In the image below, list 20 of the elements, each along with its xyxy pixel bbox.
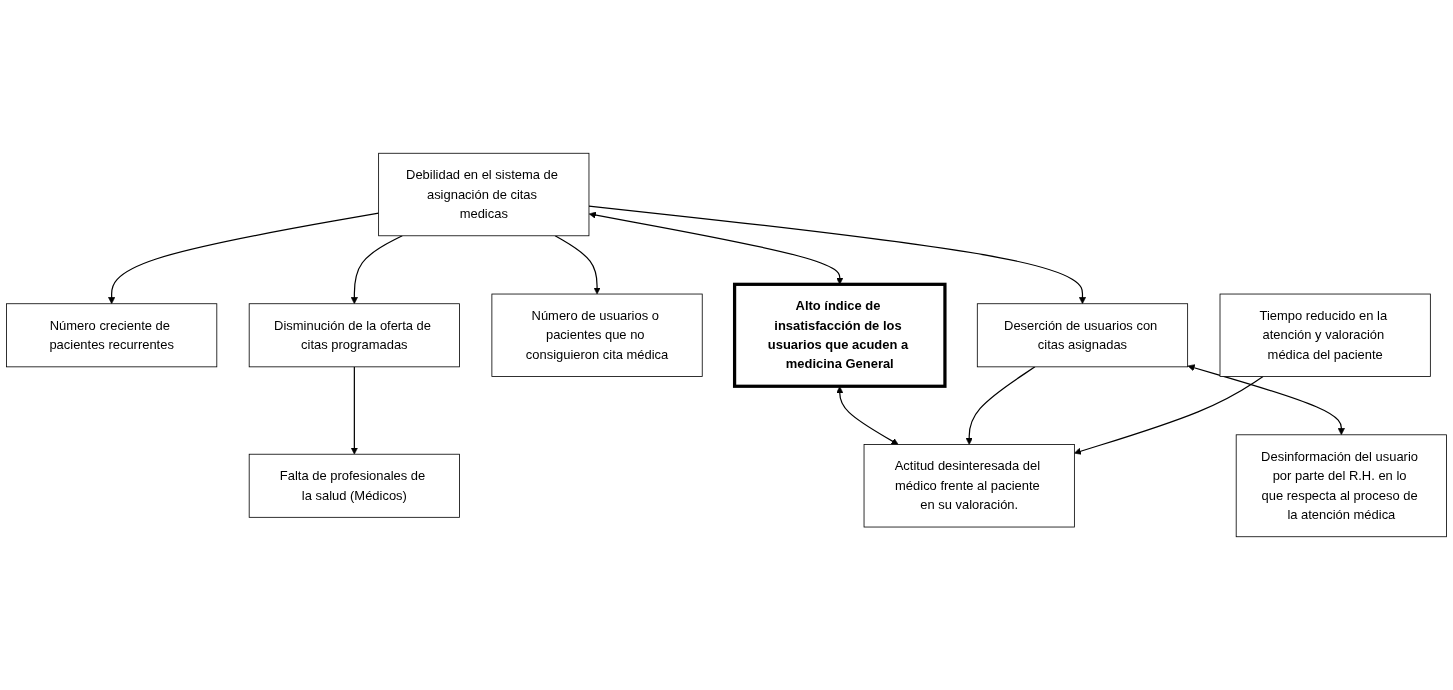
arrow [350,366,358,455]
node-box: Debilidad en el sistema de asignación de citas medicas [378,152,590,237]
arrow [836,386,899,445]
arrow [1074,375,1264,455]
node-box: Actitud desinteresada del médico frente al paciente en su valoración. [863,444,1075,528]
arrow [108,212,380,305]
node-box: Número creciente de pacientes recurrentes [6,303,218,368]
arrow [1187,364,1345,436]
arrow [588,211,844,285]
node-box: Disminución de la oferta de citas programadas [248,303,460,368]
node-box: Falta de profesionales de la salud (Médicos) [248,453,460,518]
node-box: Deserción de usuarios con citas asignadas [976,303,1189,368]
node-box: Desinformación del usuario por parte del R.H. en lo que respecta al proceso de la atención médica [1235,434,1447,538]
node-box: Tiempo reducido en la atención y valoración médica del paciente [1219,293,1431,377]
arrow [554,235,601,295]
arrow [350,235,403,305]
node-box: Número de usuarios o pacientes que no consiguieron cita médica [491,293,703,377]
arrow [965,366,1036,445]
node-box: Alto índice de insatisfacción de los usuarios que acuden a medicina General [732,282,947,388]
arrow [588,205,1087,305]
